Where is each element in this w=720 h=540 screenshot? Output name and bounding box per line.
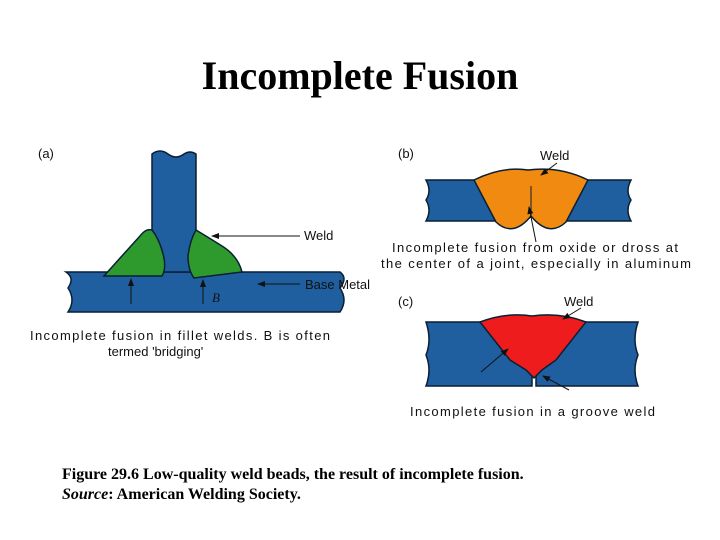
weld-c: [478, 314, 588, 380]
label-b-marker: B: [212, 290, 220, 305]
figure-caption: Figure 29.6 Low-quality weld beads, the …: [62, 465, 702, 505]
caption-b-line1: Incomplete fusion from oxide or dross at: [392, 240, 678, 255]
plate-c-left: [424, 321, 533, 387]
panel-a: (a) Weld Base Metal B Incomplete fusion …: [30, 146, 370, 359]
vertical-plate: [151, 150, 197, 273]
label-weld-b: Weld: [540, 148, 569, 163]
panel-b-tag: (b): [398, 146, 414, 161]
label-weld-a: Weld: [304, 228, 333, 243]
panel-c-tag: (c): [398, 294, 413, 309]
source-label: Source: [62, 486, 109, 503]
caption-c: Incomplete fusion in a groove weld: [410, 404, 655, 419]
caption-a-line1: Incomplete fusion in fillet welds. B is …: [30, 328, 330, 343]
panel-c: (c) Weld Incomplete fusion in a groove w…: [398, 294, 655, 419]
page-title: Incomplete Fusion: [201, 53, 519, 98]
weld-left: [102, 228, 166, 277]
panel-a-tag: (a): [38, 146, 54, 161]
plate-b-left: [424, 179, 497, 222]
source-text: : American Welding Society.: [108, 486, 301, 503]
weld-right: [187, 228, 243, 279]
caption-a-line2: termed 'bridging': [108, 344, 203, 359]
label-base-metal: Base Metal: [305, 277, 370, 292]
label-weld-c: Weld: [564, 294, 593, 309]
figure-caption-line1: Figure 29.6 Low-quality weld beads, the …: [62, 466, 524, 483]
figure-caption-line2: Source: American Welding Society.: [62, 485, 702, 505]
panel-b: (b) Weld Incomplete fusion from oxide or…: [381, 146, 691, 271]
plate-c-right: [535, 321, 640, 387]
caption-b-line2: the center of a joint, especially in alu…: [381, 256, 691, 271]
base-plate: [63, 271, 345, 313]
